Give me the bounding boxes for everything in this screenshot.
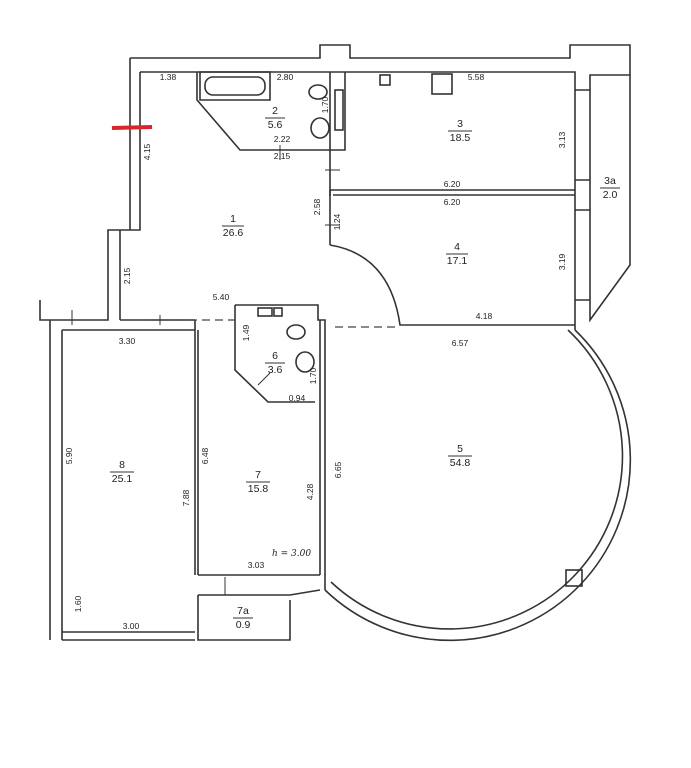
dimension-label: 6.48 <box>200 447 210 464</box>
room-label-text: 3a <box>604 175 616 187</box>
room-label-text: 4 <box>454 241 460 253</box>
room-label-text: 25.1 <box>112 473 133 485</box>
room-label-text: 26.6 <box>223 227 244 239</box>
room-label-text: 3 <box>457 118 463 130</box>
room-labels: 126.6 25.6 318.5 3a2.0 417.1 554.8 63.6 … <box>110 105 620 631</box>
dimension-label: 1.70 <box>308 367 318 384</box>
room-4: 417.1 <box>446 241 468 267</box>
dimension-label: 6.20 <box>444 197 461 207</box>
dimension-label: 3.19 <box>557 253 567 270</box>
room-3: 318.5 <box>448 118 472 144</box>
dimension-label: 2.15 <box>122 267 132 284</box>
room-label-text: 7 <box>255 469 261 481</box>
dimension-label: 5.90 <box>64 447 74 464</box>
room-label-text: 6 <box>272 350 278 362</box>
openings <box>71 145 400 595</box>
dimension-label: 3.30 <box>119 336 136 346</box>
dimension-label: 4.18 <box>476 311 493 321</box>
dimension-label: 1.70 <box>320 96 330 113</box>
dimension-label: 7.88 <box>181 489 191 506</box>
room-7: 715.8 <box>246 469 270 495</box>
ceiling-height: h = 3.00 <box>272 549 311 559</box>
dimension-label: 2.15 <box>274 151 291 161</box>
room-6: 63.6 <box>265 350 285 376</box>
dimension-label: 1.60 <box>73 595 83 612</box>
room-label-text: 2.0 <box>603 189 618 201</box>
room-3a: 3a2.0 <box>600 175 620 201</box>
red-marker <box>111 125 153 130</box>
room-label-text: 1 <box>230 213 236 225</box>
dimension-label: 2.58 <box>312 198 322 215</box>
dimension-label: 1.38 <box>160 72 177 82</box>
dimension-label: 4.28 <box>305 483 315 500</box>
room-label-text: 8 <box>119 459 125 471</box>
room-label-text: 3.6 <box>268 364 283 376</box>
room-label-text: 15.8 <box>248 483 269 495</box>
room-5: 554.8 <box>448 443 472 469</box>
dimension-label: 3.00 <box>123 621 140 631</box>
dimension-label: 4.15 <box>142 143 152 160</box>
room-7a: 7a0.9 <box>233 605 253 631</box>
room-label-text: 5 <box>457 443 463 455</box>
dimension-label: 0.94 <box>289 393 306 403</box>
dimension-label: 2.80 <box>277 72 294 82</box>
dimension-labels: 1.38 2.80 5.58 1.70 2.22 2.15 4.15 3.13 … <box>64 72 567 631</box>
room-label-text: 2 <box>272 105 278 117</box>
room-8: 825.1 <box>110 459 134 485</box>
dimension-label: 5.58 <box>468 72 485 82</box>
dimension-label: 1.49 <box>241 324 251 341</box>
room-label-text: 18.5 <box>450 132 471 144</box>
dimension-label: 6.57 <box>452 338 469 348</box>
dimension-label: 3.13 <box>557 131 567 148</box>
room-2: 25.6 <box>265 105 285 131</box>
room-label-text: 0.9 <box>236 619 251 631</box>
dimension-label: 6.20 <box>444 179 461 189</box>
dimension-label: 3.03 <box>248 560 265 570</box>
room-1: 126.6 <box>222 213 244 239</box>
dimension-label: 6.65 <box>333 461 343 478</box>
dimension-label: 1.24 <box>332 213 342 230</box>
dimension-label: 5.40 <box>213 292 230 302</box>
dimension-label: 2.22 <box>274 134 291 144</box>
room-label-text: 54.8 <box>450 457 471 469</box>
room-label-text: 5.6 <box>268 119 283 131</box>
room-label-text: 17.1 <box>447 255 468 267</box>
room-label-text: 7a <box>237 605 249 617</box>
